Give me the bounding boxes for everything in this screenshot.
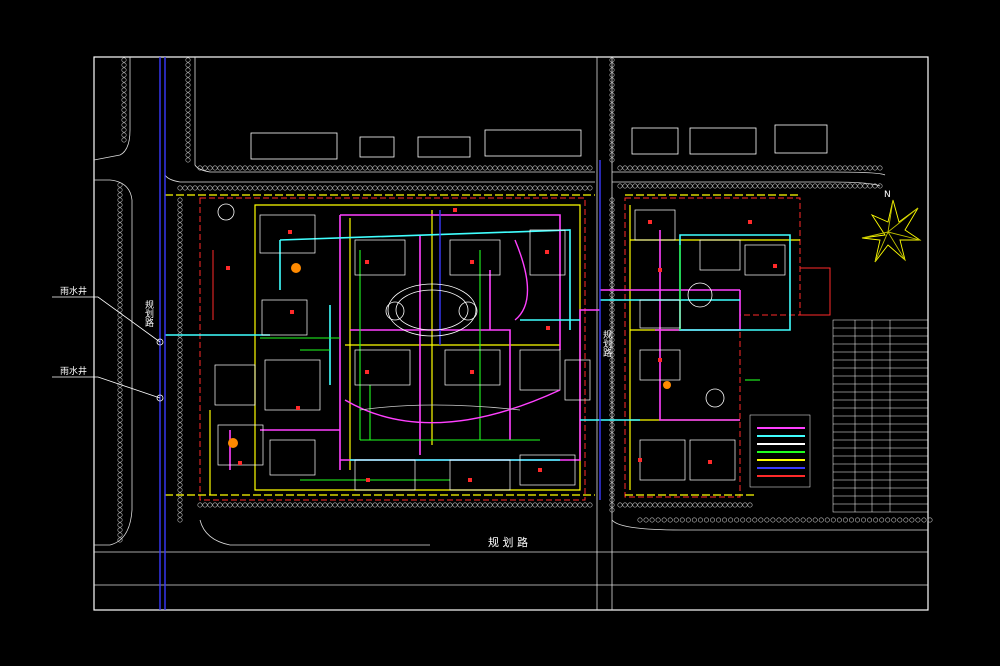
technical-table	[832, 319, 929, 513]
equipment-icons	[228, 263, 671, 448]
north-buildings	[250, 124, 828, 160]
blue-pipes	[159, 57, 601, 610]
road-label-mid: 规划路	[601, 330, 612, 358]
legend-panel	[749, 414, 811, 488]
central-plaza	[217, 203, 725, 424]
well-callouts	[52, 296, 164, 402]
north-label: N	[884, 190, 891, 200]
pipe-nodes	[226, 208, 777, 482]
site-boundary	[199, 197, 831, 501]
drawing-frame	[93, 56, 929, 611]
rain-well-label-top: 雨水井	[60, 285, 87, 297]
residential-blocks	[214, 209, 786, 491]
rain-well-label-bottom: 雨水井	[60, 365, 87, 377]
tree-rows	[117, 57, 933, 543]
road-label-left: 规划路	[143, 300, 154, 328]
road-outlines	[93, 57, 928, 610]
road-label-bottom: 规 划 路	[488, 535, 528, 549]
north-arrow	[861, 199, 922, 263]
